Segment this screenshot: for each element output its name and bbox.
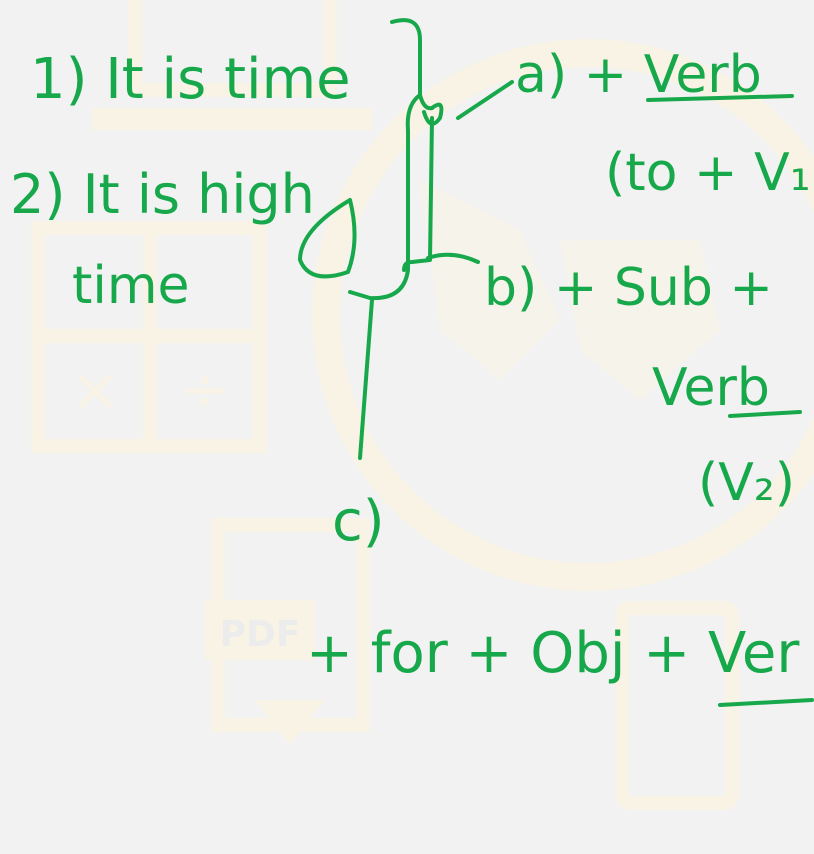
pdf-watermark-icon: PDF — [205, 518, 370, 745]
branch-a-detail: (to + V₁) — [605, 143, 814, 203]
note-line-2-cont: time — [72, 256, 189, 316]
branch-b-verb: Verb — [652, 358, 770, 418]
verb-underline-c — [718, 698, 814, 707]
connector-c — [358, 298, 374, 460]
branch-a-label: a) + Verb — [515, 45, 762, 105]
svg-text:×: × — [70, 355, 120, 425]
pdf-label: PDF — [220, 614, 301, 655]
note-text: 1) It is time 2) It is high time a) + Ve… — [10, 45, 814, 686]
note-line-2: 2) It is high — [10, 163, 315, 226]
calculator-watermark-icon: × ÷ — [31, 221, 267, 453]
svg-text:÷: ÷ — [180, 355, 230, 425]
bracket-strokes — [298, 18, 814, 707]
laptop-watermark-icon — [92, 0, 372, 130]
verb-underline-b — [728, 410, 802, 418]
branch-c-rule: + for + Obj + Ver — [306, 621, 800, 686]
globe-watermark-icon — [312, 39, 814, 591]
branch-b-label: b) + Sub + — [484, 258, 773, 318]
branch-b-detail: (V₂) — [698, 453, 795, 513]
high-loop — [298, 198, 357, 279]
connector-b — [426, 252, 480, 264]
bracket-loop — [422, 102, 444, 126]
note-line-1: 1) It is time — [30, 47, 351, 112]
watermark-layer: × ÷ PDF — [31, 0, 814, 810]
stem-line — [402, 116, 434, 272]
verb-underline-a — [646, 94, 794, 102]
branch-c-label: c) — [332, 489, 385, 554]
left-bracket — [348, 18, 434, 301]
connector-a — [456, 80, 514, 120]
